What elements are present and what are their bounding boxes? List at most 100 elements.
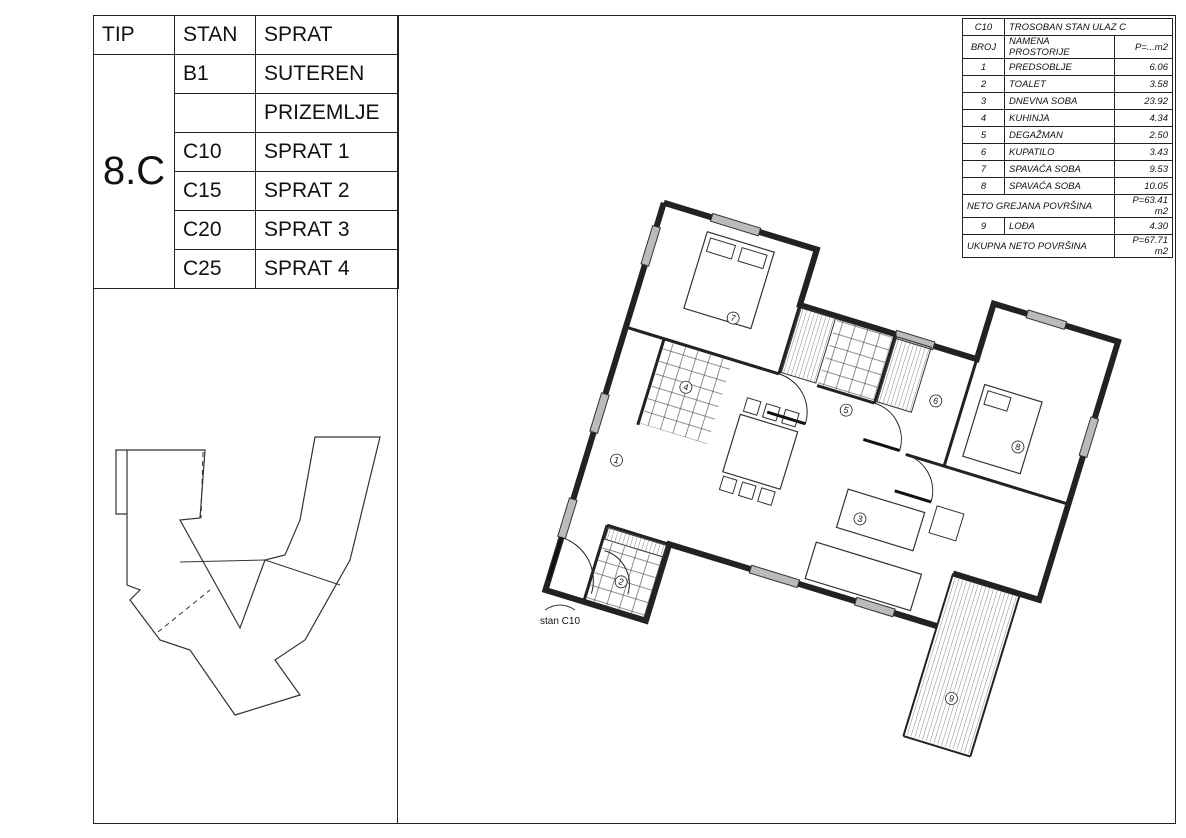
door-leaf [894,489,932,504]
door-swing [874,402,902,451]
legend-row: 8 SPAVAĆA SOBA 10.05 [962,177,1173,195]
window [1078,416,1100,459]
total-value: P=67.71 m2 [1114,234,1173,258]
sofa [804,541,923,612]
window [557,497,578,540]
interior-wall [942,358,979,467]
bathroom-tiles [817,318,894,401]
svg-text:9: 9 [948,693,956,704]
interior-wall [625,325,780,376]
sprat-cell: SUTEREN [255,54,399,94]
left-column [93,15,398,824]
entrance-door-leaf [546,537,563,581]
bed [962,383,1043,475]
legend-row: 4 KUHINJA 4.34 [962,109,1173,127]
key-plan [115,436,381,716]
loggia-wall [902,573,955,737]
svg-text:1: 1 [613,455,621,466]
interior-wall [816,384,875,405]
room-marker: 4 [679,380,693,394]
legend-row: 9 LOĐA 4.30 [962,217,1173,235]
legend-row: 1 PREDSOBLJE 6.06 [962,58,1173,76]
key-division-line [264,559,341,586]
room-marker: 5 [839,403,853,417]
interior-wall [905,453,1069,506]
legend-row: 5 DEGAŽMAN 2.50 [962,126,1173,144]
window [748,564,801,589]
armchair [928,505,965,542]
svg-text:6: 6 [932,395,940,406]
legend-row: 7 SPAVAĆA SOBA 9.53 [962,160,1173,178]
room-marker: 6 [929,394,943,408]
coffee-table [835,488,926,552]
building-outline [126,436,381,716]
entrance-label: stan C10 [540,616,580,627]
header-stan: STAN [174,15,256,55]
pillow [737,246,768,270]
svg-text:3: 3 [856,513,864,524]
header-tip: TIP [93,15,175,55]
stan-cell: C10 [174,132,256,172]
svg-text:8: 8 [1014,441,1022,452]
svg-text:4: 4 [682,382,690,393]
loggia-wall [903,735,971,758]
svg-text:2: 2 [617,576,625,587]
loggia-wall [969,593,1021,757]
stan-cell: B1 [174,54,256,94]
room-marker: 2 [614,575,628,589]
interior-wall [606,523,670,546]
sprat-cell: SPRAT 3 [255,210,399,250]
window [589,392,610,435]
stan-cell: C15 [174,171,256,211]
door-leaf [766,410,806,426]
window [1025,309,1068,330]
key-division-line [200,451,204,519]
wardrobe [604,527,668,558]
pillow [983,390,1012,412]
wardrobe [780,306,837,384]
header-sprat: SPRAT [255,15,399,55]
entrance-arrow-icon [544,604,576,611]
total-label: UKUPNA NETO POVRŠINA [962,234,1115,258]
key-division-line [179,559,266,563]
svg-text:7: 7 [729,313,737,324]
room-legend: C10 TROSOBAN STAN ULAZ C BROJ NAMENA PRO… [962,18,1173,258]
chair [742,397,762,416]
room-area: 4.34 [1114,109,1173,127]
sprat-cell: SPRAT 1 [255,132,399,172]
room-marker: 3 [853,512,867,526]
bed [683,230,775,330]
door-leaf [862,437,901,452]
interior-wall [582,524,609,603]
outer-wall [662,199,1122,604]
sprat-cell: PRIZEMLJE [255,93,399,133]
interior-wall [636,338,666,426]
svg-text:5: 5 [842,405,850,416]
type-code: 8.C [93,54,175,289]
type-table: TIP STAN SPRAT 8.C B1 SUTEREN PRIZEMLJE … [93,15,399,289]
chair [757,487,776,506]
legend-col-name: NAMENA PROSTORIJE [1004,35,1115,59]
chair [737,481,757,501]
legend-total: UKUPNA NETO POVRŠINA P=67.71 m2 [962,234,1173,258]
stan-cell: C25 [174,249,256,289]
window [640,224,661,267]
building-annex [115,449,127,515]
door-swing [905,454,934,503]
wardrobe [876,336,932,413]
legend-col-num: BROJ [962,35,1005,59]
interior-wall [873,333,897,404]
stan-cell: C20 [174,210,256,250]
loggia-floor [905,576,1018,755]
room-marker: 8 [1011,440,1025,454]
drawing-frame [93,15,1176,824]
window [709,212,762,237]
key-division-line [157,589,211,633]
room-marker: 1 [610,453,623,467]
door-swing [561,536,594,594]
pillow [705,237,737,260]
interior-wall [777,304,802,375]
dining-table [722,413,799,491]
door-swing [604,550,630,595]
